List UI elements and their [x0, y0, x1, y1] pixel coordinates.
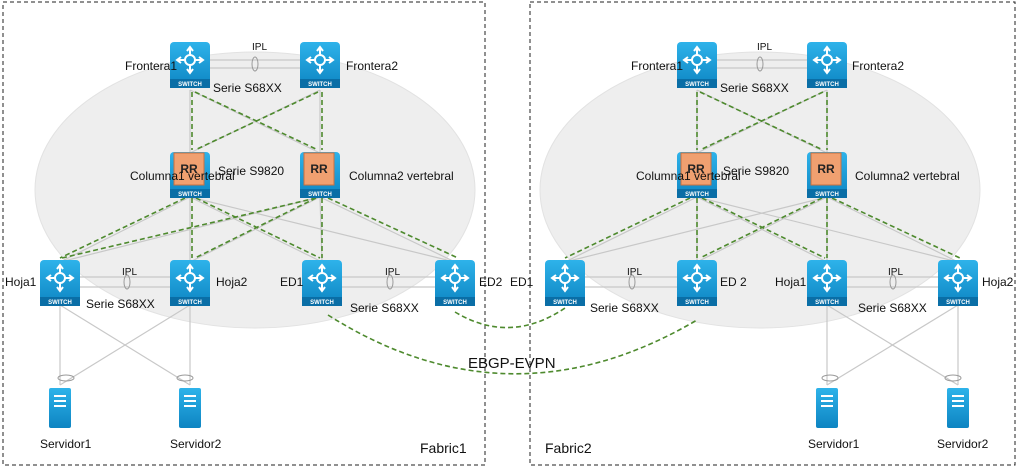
ed-1-label: ED1: [510, 275, 534, 289]
servidor-2-server-icon: [179, 388, 201, 428]
columna-2-label: Columna2 vertebral: [855, 169, 960, 183]
servidor-1-label: Servidor1: [40, 437, 92, 451]
leaf-series-label: Serie S68XX: [590, 301, 659, 315]
frontera-2-label: Frontera2: [346, 59, 398, 73]
ebgp-evpn-label: EBGP-EVPN: [468, 355, 556, 372]
columna-2-label: Columna2 vertebral: [349, 169, 454, 183]
ipl-markers: [57, 56, 962, 382]
ipl-label: IPL: [757, 42, 772, 53]
columna-1-label: Columna1 vertebral: [130, 169, 235, 183]
svg-text:SWITCH: SWITCH: [685, 82, 709, 88]
frontera-2-label: Frontera2: [852, 59, 904, 73]
rr-1-badge: [680, 152, 712, 186]
hoja-1-label: Hoja1: [775, 275, 807, 289]
hoja-2-label: Hoja2: [216, 275, 248, 289]
svg-text:SWITCH: SWITCH: [178, 300, 202, 306]
rr-2-label: RR: [310, 162, 328, 176]
svg-text:SWITCH: SWITCH: [443, 300, 467, 306]
fabric-2-title: Fabric2: [545, 440, 592, 456]
ipl-label: IPL: [252, 42, 267, 53]
ipl-label: IPL: [122, 267, 137, 278]
servidor-1-label: Servidor1: [808, 437, 860, 451]
svg-text:SWITCH: SWITCH: [178, 192, 202, 198]
svg-text:SWITCH: SWITCH: [815, 192, 839, 198]
ed-2-label: ED2: [479, 275, 503, 289]
svg-text:SWITCH: SWITCH: [48, 300, 72, 306]
svg-text:SWITCH: SWITCH: [946, 300, 970, 306]
rr-1-label: RR: [180, 162, 198, 176]
columna-1-label: Columna1 vertebral: [636, 169, 741, 183]
svg-text:SWITCH: SWITCH: [685, 300, 709, 306]
svg-text:SWITCH: SWITCH: [308, 192, 332, 198]
servidor-1-server-icon: [816, 388, 838, 428]
rr-1-label: RR: [687, 162, 705, 176]
fabric-2-boundary: [529, 1, 1016, 466]
bgp-sessions: [59, 91, 961, 375]
fabric-2-cloud: [539, 51, 981, 329]
hoja-1-label: Hoja1: [5, 275, 37, 289]
fabric-2-links: [564, 59, 959, 386]
svg-text:SWITCH: SWITCH: [815, 300, 839, 306]
svg-text:SWITCH: SWITCH: [308, 82, 332, 88]
hoja-2-label: Hoja2: [982, 275, 1014, 289]
leaf-series-label: Serie S68XX: [86, 297, 155, 311]
svg-text:SWITCH: SWITCH: [310, 300, 334, 306]
rr-2-badge: [810, 152, 842, 186]
ipl-label: IPL: [385, 267, 400, 278]
svg-text:SWITCH: SWITCH: [178, 82, 202, 88]
servidor-2-label: Servidor2: [170, 437, 222, 451]
frontera-series-label: Serie S68XX: [213, 81, 282, 95]
svg-text:SWITCH: SWITCH: [815, 82, 839, 88]
frontera-series-label: Serie S68XX: [720, 81, 789, 95]
ipl-label: IPL: [888, 267, 903, 278]
frontera-1-label: Frontera1: [631, 59, 683, 73]
servidor-1-server-icon: [49, 388, 71, 428]
spine-series-label: Serie S9820: [218, 164, 284, 178]
fabric-1-cloud: [34, 51, 476, 329]
svg-text:SWITCH: SWITCH: [685, 192, 709, 198]
ed-2-label: ED 2: [720, 275, 747, 289]
ipl-label: IPL: [627, 267, 642, 278]
servidor-2-label: Servidor2: [937, 437, 989, 451]
rr-2-label: RR: [817, 162, 835, 176]
leaf-series-label: Serie S68XX: [350, 301, 419, 315]
frontera-1-label: Frontera1: [125, 59, 177, 73]
ed-1-label: ED1: [280, 275, 304, 289]
rr-2-badge: [303, 152, 335, 186]
servidor-2-server-icon: [947, 388, 969, 428]
fabric-1-boundary: [2, 1, 486, 466]
svg-text:SWITCH: SWITCH: [553, 300, 577, 306]
switch-captions: SWITCH SWITCH SWITCH SWITCH SWITCH SWITCH S…: [48, 82, 970, 306]
fabric-1-title: Fabric1: [420, 440, 467, 456]
leaf-series-label: Serie S68XX: [858, 301, 927, 315]
spine-series-label: Serie S9820: [723, 164, 789, 178]
rr-1-badge: [173, 152, 205, 186]
